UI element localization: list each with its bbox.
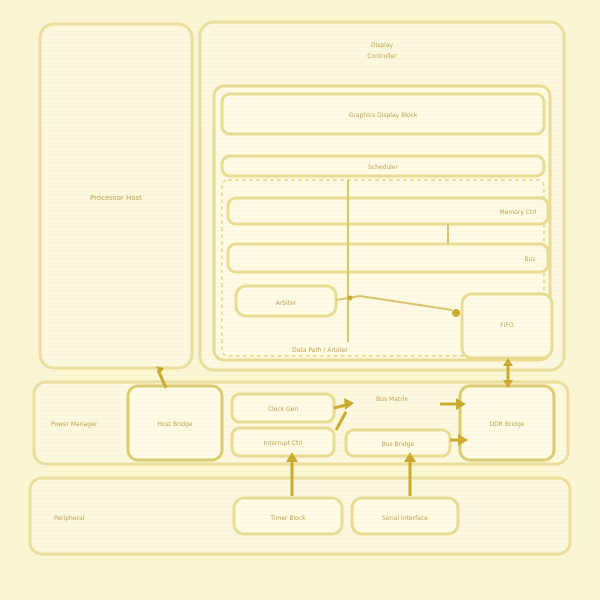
timer-block-box xyxy=(232,496,344,536)
arrow-host-down xyxy=(156,369,168,389)
fifo-label: FIFO xyxy=(500,322,514,329)
row2-label: Bus xyxy=(524,256,535,263)
arrowhead-timer-up xyxy=(286,452,298,462)
processor-host-label: Processor Host xyxy=(90,194,142,202)
arrowhead-ddr-right xyxy=(456,398,466,410)
ddr-bridge-label: DDR Bridge xyxy=(490,421,525,428)
arrowhead-host xyxy=(156,366,164,374)
bus-matrix-label: Bus Matrix xyxy=(376,396,408,403)
host-bridge-box xyxy=(126,384,224,462)
arbiter-box xyxy=(234,284,338,318)
display-title-1: Display xyxy=(371,42,394,49)
link-dot xyxy=(347,295,353,301)
interrupt-ctrl-box xyxy=(230,426,336,458)
bus-bridge-box xyxy=(344,428,452,458)
processor-host-panel xyxy=(38,22,194,370)
arrow-interrupt-matrix xyxy=(334,411,348,431)
arrowhead-fifo-up xyxy=(503,358,513,366)
power-manager-label: Power Manager xyxy=(51,421,98,428)
scheduler-label: Scheduler xyxy=(368,164,399,171)
arbiter-label: Arbiter xyxy=(276,300,297,307)
clock-gen-label: Clock Gen xyxy=(268,406,299,413)
arrowhead-matrix-left xyxy=(344,398,354,410)
row2-box xyxy=(226,242,550,274)
interrupt-ctrl-label: Interrupt Ctrl xyxy=(264,440,303,447)
arrowhead-serial-up xyxy=(404,452,416,462)
row1-label: Memory Ctrl xyxy=(500,209,537,216)
fifo-box xyxy=(460,292,554,360)
arrowhead-bridge-right xyxy=(458,434,468,446)
arrowhead-ddr-down xyxy=(503,380,513,388)
arrows xyxy=(156,358,513,496)
scheduler-box xyxy=(220,154,546,178)
timer-block-label: Timer Block xyxy=(269,515,306,522)
serial-interface-label: Serial Interface xyxy=(382,515,428,522)
row1-box xyxy=(226,196,550,226)
display-header-box xyxy=(220,92,546,136)
host-bridge-label: Host Bridge xyxy=(157,421,192,428)
link-node xyxy=(452,309,460,317)
mux-label: Data Path / Arbiter xyxy=(292,347,348,354)
peripheral-label: Peripheral xyxy=(54,515,85,522)
serial-interface-box xyxy=(350,496,460,536)
display-title-2: Controller xyxy=(367,53,397,60)
display-header-label: Graphics Display Block xyxy=(349,112,418,119)
arbiter-fifo-link xyxy=(335,294,453,311)
bus-bridge-label: Bus Bridge xyxy=(382,441,415,448)
